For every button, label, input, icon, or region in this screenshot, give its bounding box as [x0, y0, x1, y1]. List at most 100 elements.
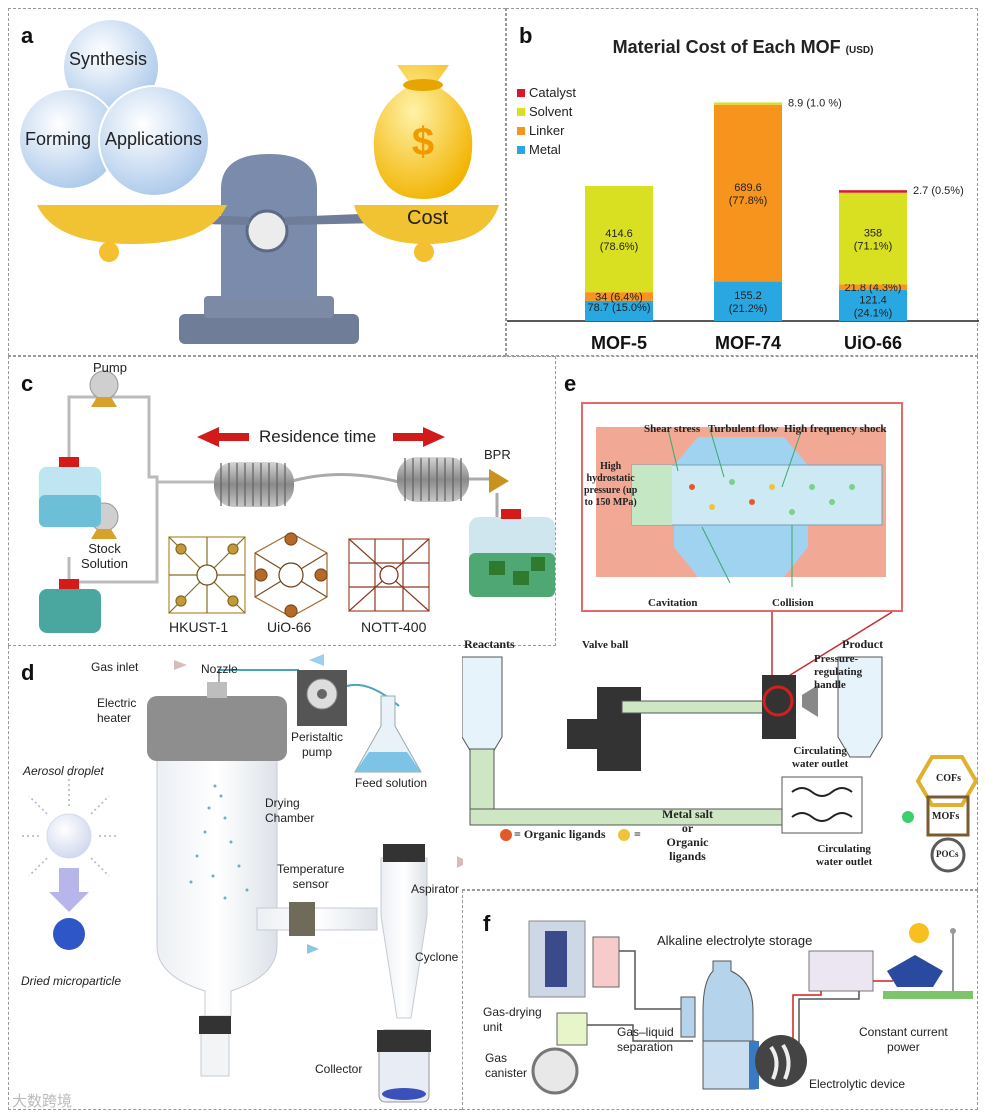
electrolytic-device-photo [755, 1035, 807, 1087]
data-label-catalyst-2: 2.7 (0.5%) [913, 185, 964, 197]
valve-block-2 [567, 719, 631, 749]
aerosol-droplet [46, 813, 92, 859]
sun-icon [909, 923, 929, 943]
constant-power-label: Constant current power [859, 1025, 948, 1054]
cof-icon [915, 755, 978, 807]
chart-title: Material Cost of Each MOF (USD) [612, 37, 874, 57]
nozzle [207, 682, 227, 698]
cyclone-label: Cyclone [415, 950, 459, 964]
electric-heater-label: Electric heater [97, 696, 137, 725]
pump-label: Pump [93, 360, 127, 375]
mof-label-uio: UiO-66 [267, 619, 312, 635]
panel-label-c: c [21, 371, 34, 396]
circulating-outlet-1: Circulating water outlet [792, 745, 849, 770]
drying-chamber [156, 755, 278, 1017]
legend-swatch-catalyst [517, 89, 525, 97]
watermark: 大数跨境 [12, 1093, 73, 1110]
mofs-label: MOFs [932, 811, 960, 822]
bar-metal-2 [839, 289, 907, 321]
down-arrow [49, 868, 89, 912]
data-label-linker-0: 34 (6.4%) [595, 292, 643, 304]
shear-label: Shear stress [644, 423, 701, 435]
balance-pivot [245, 209, 289, 253]
bpr-label: BPR [484, 447, 511, 462]
collector-label: Collector [315, 1062, 363, 1076]
money-bag-icon [373, 65, 473, 199]
flow-synthesis-diagram [38, 370, 555, 633]
dried-microparticle-label: Dried microparticle [21, 974, 122, 988]
stock-bottle-2 [39, 589, 101, 633]
panel-f: f Alkaline electrolyte storage Gas-dryin… [462, 890, 978, 1110]
residence-arrow-left [197, 427, 249, 447]
hkust-1-structure [168, 536, 246, 614]
legend-label-metal: Metal [529, 142, 561, 157]
reactant-funnel [462, 656, 503, 758]
bar-solvent-0 [585, 186, 653, 293]
pump-1 [89, 370, 119, 400]
bar-solvent-2 [839, 192, 907, 285]
cost-label: Cost [407, 207, 449, 229]
organic-ligands-label: = Organic ligands [514, 827, 606, 841]
applications-bubble [98, 85, 210, 197]
coil-2 [397, 457, 469, 502]
right-pan [354, 205, 499, 244]
stock-solution-label: Stock Solution [81, 541, 128, 571]
pressure-handle-label: Pressure- regulating handle [814, 653, 863, 691]
panel-c: c [8, 356, 556, 646]
circulating-outlet-2: Circulating water outlet [816, 843, 873, 868]
homogenizer-diagram [462, 402, 978, 873]
legend-swatch-linker [517, 127, 525, 135]
legend-label-catalyst: Catalyst [529, 85, 576, 100]
collision-label: Collision [772, 597, 814, 609]
temperature-sensor-label: Temperature sensor [277, 862, 345, 891]
metal-salt-label: Metal salt or Organic ligands [662, 807, 713, 863]
bar-catalyst-2 [839, 190, 907, 193]
bar-linker-0 [585, 292, 653, 301]
legend-swatch-solvent [517, 108, 525, 116]
panel-label-a: a [21, 23, 34, 48]
aerosol-rays [19, 774, 119, 877]
cost-chart: 78.7 (15.0%)34 (6.4%)414.6(78.6%)MOF-515… [507, 85, 979, 353]
data-label-metal-0: 78.7 (15.0%) [588, 302, 651, 314]
turbulent-label: Turbulent flow [708, 423, 779, 435]
coil-1 [214, 462, 294, 507]
synthesis-label: Synthesis [69, 49, 148, 69]
data-label-linker-1: 689.6(77.8%) [729, 182, 768, 207]
cofs-label: COFs [936, 773, 961, 784]
feed-solution-label: Feed solution [355, 776, 428, 790]
forming-label: Forming [25, 129, 92, 149]
uio-66-structure [254, 532, 328, 618]
temperature-sensor [289, 902, 315, 936]
bar-metal-1 [714, 281, 782, 321]
panel-d: d [8, 646, 463, 1110]
aspirator-label: Aspirator [411, 882, 460, 896]
valve-ball-label: Valve ball [582, 639, 629, 651]
mof-icon [926, 795, 970, 837]
data-label-solvent-0: 414.6(78.6%) [600, 228, 639, 253]
applications-label: Applications [105, 129, 203, 149]
peristaltic-pump-label: Peristaltic pump [291, 730, 344, 759]
data-label-metal-2: 121.4(24.1%) [854, 294, 893, 319]
equals-label: = [634, 827, 641, 841]
electrolyzer [702, 1040, 756, 1090]
panel-label-f: f [483, 911, 491, 936]
electrolysis-diagram [528, 920, 973, 1095]
bar-linker-2 [839, 284, 907, 290]
mof-label-hkust: HKUST-1 [169, 619, 229, 635]
panel-e: e [462, 356, 978, 890]
gas-canister-label: Gas canister [485, 1051, 528, 1080]
spray-particles [189, 784, 249, 900]
electrolyte-storage [702, 960, 754, 1042]
panel-label-e: e [564, 371, 577, 396]
balance-illustration: $ [18, 18, 499, 344]
category-label-1: MOF-74 [715, 333, 781, 353]
wind-turbine-icon [950, 928, 956, 934]
solar-panel-icon [887, 955, 943, 987]
drying-chamber-label: Drying Chamber [265, 796, 315, 825]
balance-base [179, 314, 359, 344]
poc-icon [930, 837, 966, 873]
bar-metal-0 [585, 300, 653, 321]
legend-label-linker: Linker [529, 123, 565, 138]
bpr-valve [489, 469, 509, 493]
nozzle-label: Nozzle [201, 662, 238, 676]
